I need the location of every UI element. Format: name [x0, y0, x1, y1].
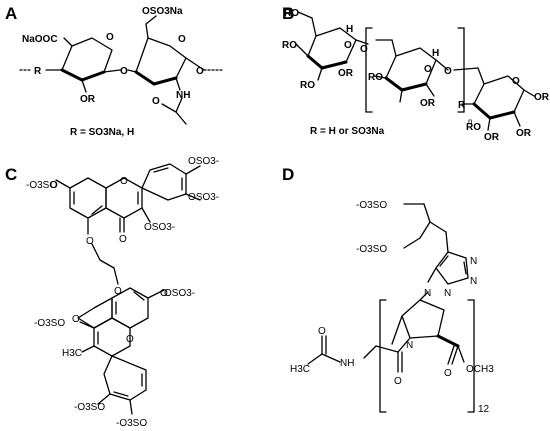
panel-d-group-9: NH: [340, 358, 354, 369]
panel-a-group-1: OSO3Na: [142, 6, 183, 17]
panel-a-note: R = SO3Na, H: [70, 127, 134, 138]
panel-d-group-12: O: [444, 368, 452, 379]
panel-c-group-3: OSO3-: [188, 192, 219, 203]
panel-b-group-10: O: [424, 64, 432, 75]
panel-c-group-13: O: [126, 334, 134, 345]
panel-c-group-16: H3C: [62, 348, 82, 359]
panel-c-group-4: OSO3-: [144, 222, 175, 233]
panel-b-group-7: RO: [368, 72, 383, 83]
panel-b-group-8: OR: [420, 98, 436, 109]
panel-d-group-5: N: [424, 288, 431, 299]
panel-c-group-11: O: [114, 286, 122, 297]
panel-b-group-11: O: [444, 66, 452, 77]
panel-a-group-5: OR: [80, 94, 96, 105]
panel-d-group-7: O: [394, 376, 402, 387]
panel-c-group-10: O: [86, 236, 94, 247]
panel-d-group-11: OCH3: [466, 364, 494, 375]
panel-b-group-13: OR: [534, 92, 550, 103]
panel-b-group-15: RO: [466, 122, 481, 133]
panel-a-group-3: O: [106, 32, 114, 43]
panel-a-group-7: O: [196, 66, 204, 77]
panel-b-group-0: RO: [284, 8, 299, 19]
panel-a-group-0: NaOOC: [22, 34, 58, 45]
panel-b-group-9: H: [432, 48, 439, 59]
panel-d: D -O3SO: [282, 165, 494, 415]
panel-a-group-6: O: [120, 66, 128, 77]
panel-b: B RO RO: [282, 4, 550, 143]
panel-d-group-4: N: [444, 288, 451, 299]
panel-c-lower-ring-b: [103, 355, 147, 401]
panel-b-group-6: O: [360, 44, 368, 55]
panel-a-group-2: R: [34, 66, 42, 77]
panel-b-group-16: OR: [484, 132, 500, 143]
panel-b-repeat: n: [468, 117, 472, 126]
panel-a-group-8: NH: [176, 90, 190, 101]
panel-c-group-8: O: [120, 176, 128, 187]
panel-b-group-14: R: [458, 100, 466, 111]
panel-d-group-3: N: [470, 276, 477, 287]
panel-c-group-14: O: [50, 180, 58, 191]
panel-c-group-12: O: [72, 314, 80, 325]
panel-d-label: D: [282, 165, 294, 184]
panel-d-group-8: O: [318, 326, 326, 337]
panel-d-group-0: -O3SO: [356, 200, 387, 211]
panel-b-group-5: O: [344, 40, 352, 51]
panel-a-group-4: O: [178, 34, 186, 45]
panel-d-group-1: -O3SO: [356, 244, 387, 255]
panel-b-group-12: O: [512, 76, 520, 87]
panel-c-group-1: -O3SO: [34, 318, 65, 329]
panel-d-repeat: 12: [478, 404, 490, 415]
panel-c: C: [5, 156, 219, 429]
panel-c-group-7: -O3SO: [116, 418, 147, 429]
panel-c-lower-ring-c: [93, 317, 131, 357]
panel-a-group-9: O: [152, 96, 160, 107]
panel-c-group-9: O: [119, 234, 127, 245]
panel-a: A NaOOC OSO3Na R O O OR O O NH O R: [5, 4, 223, 138]
panel-b-group-2: RO: [300, 80, 315, 91]
panel-b-label: B: [282, 4, 294, 23]
panel-d-group-2: N: [470, 256, 477, 267]
panel-d-triazole: [435, 251, 469, 285]
panel-b-group-4: H: [346, 24, 353, 35]
panel-c-label: C: [5, 165, 17, 184]
panel-c-group-15: O: [160, 288, 168, 299]
panel-c-group-6: -O3SO: [74, 402, 105, 413]
panel-a-label: A: [5, 4, 17, 23]
panel-c-group-0: -O3SO: [26, 180, 57, 191]
panel-c-group-2: OSO3-: [188, 156, 219, 167]
panel-b-group-3: OR: [338, 68, 354, 79]
panel-b-group-17: OR: [516, 128, 532, 139]
panel-b-note: R = H or SO3Na: [310, 126, 385, 137]
panel-c-group-5: OSO3-: [164, 288, 195, 299]
panel-c-upper-ring-a: [69, 177, 107, 219]
panel-b-group-1: RO: [282, 40, 297, 51]
panel-d-pyrrolidine: [401, 299, 445, 339]
panel-d-group-6: N: [406, 340, 413, 351]
panel-d-group-10: H3C: [290, 364, 310, 375]
